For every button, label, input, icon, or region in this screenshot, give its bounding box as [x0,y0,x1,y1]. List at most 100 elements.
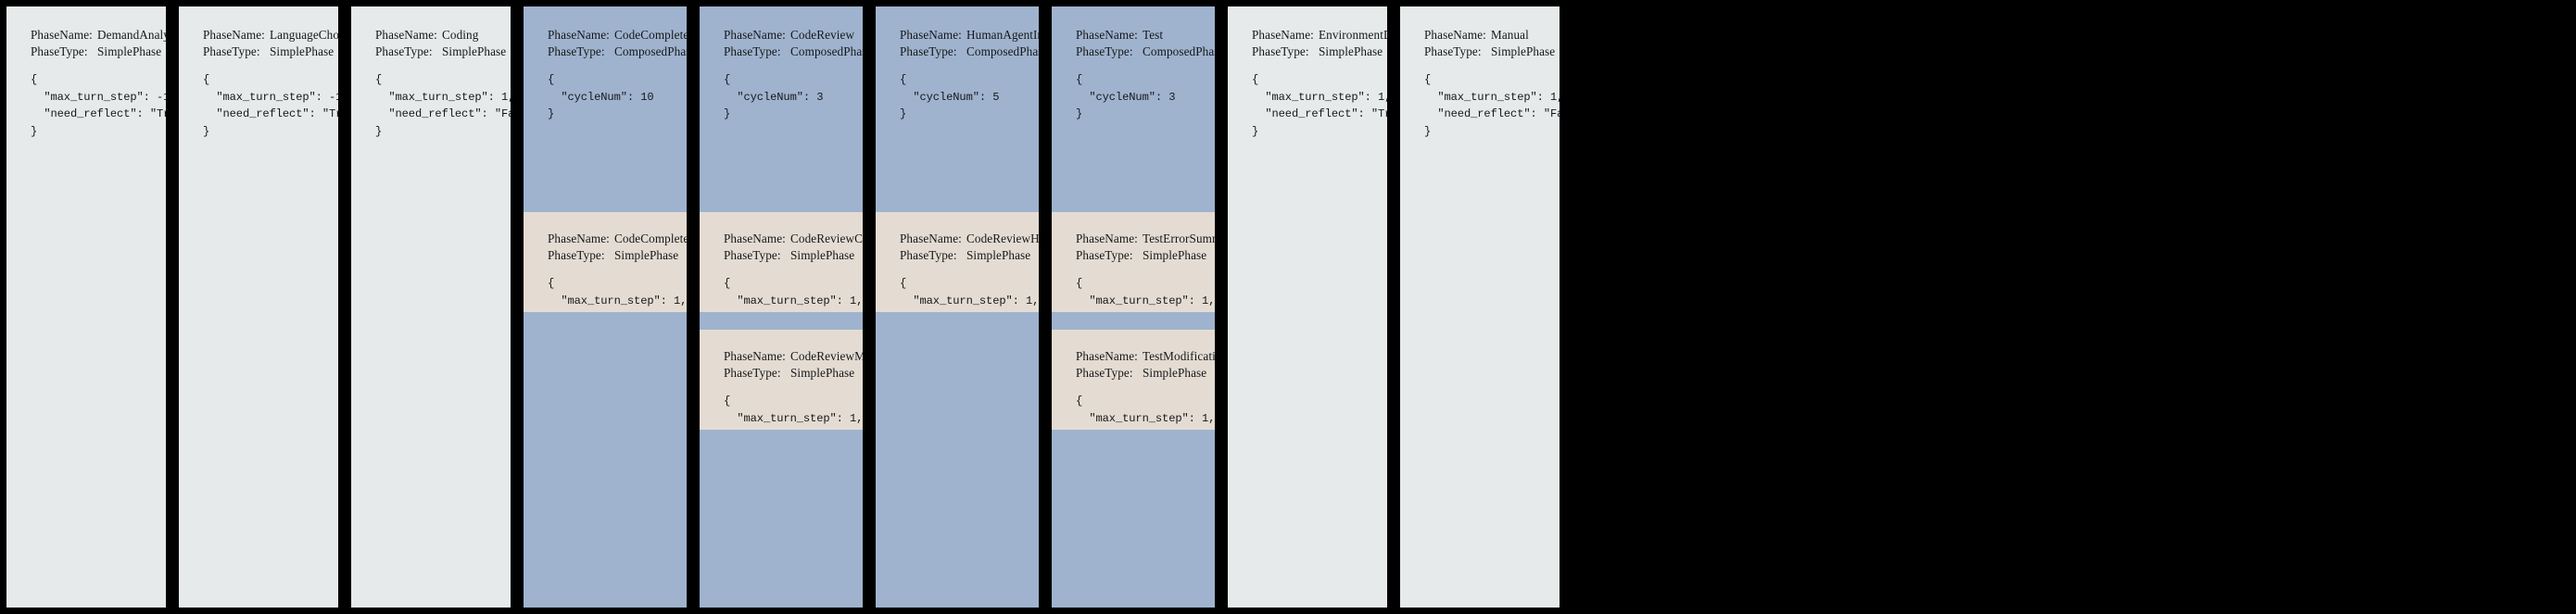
phase-type-label: PhaseType: [1076,365,1133,380]
phase-type-label: PhaseType: [724,247,781,262]
phase-name-label: PhaseName: [1076,349,1138,363]
phase-type-label: PhaseType: [900,44,957,58]
phase-type-value: ComposedPhase [966,44,1045,58]
phase-name-value: HumanAgentInteraction [966,28,1044,42]
phase-type-label: PhaseType: [1076,44,1133,58]
phase-type-label: PhaseType: [31,44,88,58]
phase-type-label: PhaseType: [548,44,605,58]
phase-name-row: PhaseName:CodeReviewModification [724,348,863,365]
phase-name-row: PhaseName:EnvironmentDoc [1252,27,1387,44]
phase-name-value: CodeReviewModification [790,349,865,363]
phase-name-row: PhaseName:Coding [375,27,511,44]
phase-name-value: Test [1143,28,1164,42]
phase-type-value: ComposedPhase [1143,44,1221,58]
phase-type-label: PhaseType: [1424,44,1482,58]
phase-type-label: PhaseType: [1076,247,1133,262]
phase-config-json: { "max_turn_step": 1, "need_reflect": "F… [1424,73,1564,138]
phase-meta: PhaseName:EnvironmentDocPhaseType:Simple… [1252,27,1387,140]
phase-name-value: CodeReviewHuman [966,232,1045,245]
phase-name-label: PhaseName: [31,28,93,42]
phase-type-value: SimplePhase [966,247,1031,262]
phase-type-value: SimplePhase [442,44,507,58]
phase-name-row: PhaseName:CodeCompleteAll [548,27,687,44]
phase-panel[interactable]: PhaseName:EnvironmentDocPhaseType:Simple… [1221,0,1394,614]
phase-meta: PhaseName:CodeCompleteAllPhaseType:Compo… [548,27,687,123]
phase-type-label: PhaseType: [724,365,781,380]
phase-name-value: TestModification [1143,349,1221,363]
phase-name-row: PhaseName:CodeReviewHuman [900,231,1039,247]
phase-panel[interactable]: PhaseName:DemandAnalysisPhaseType:Simple… [0,0,172,614]
phase-type-row: PhaseType:SimplePhase [900,247,1039,264]
phase-type-label: PhaseType: [375,44,433,58]
phase-type-row: PhaseType: SimplePhase [203,44,338,60]
phase-type-label: PhaseType: [548,247,605,262]
sub-phase-panel[interactable]: PhaseName:TestErrorSummaryPhaseType: Simp… [1052,212,1215,342]
sub-phase-panel[interactable]: PhaseName:CodeReviewCommentPhaseType:Sim… [700,212,863,342]
phase-name-row: PhaseName:CodeReviewComment [724,231,863,247]
phase-name-row: PhaseName:TestErrorSummary [1076,231,1215,247]
phase-type-value: SimplePhase [614,247,679,262]
phase-type-value: SimplePhase [1319,44,1383,58]
phase-config-json: { "max_turn_step": -1, "need_reflect": "… [31,73,170,138]
phase-type-label: PhaseType: [203,44,260,58]
phase-name-row: PhaseName: CodeReview [724,27,863,44]
phase-panel[interactable]: PhaseName:CodeCompleteAllPhaseType:Compo… [517,0,693,614]
phase-panel[interactable]: PhaseName: HumanAgentInteractionPhaseType… [869,0,1045,614]
phase-name-label: PhaseName: [900,232,962,245]
composed-phase-header: PhaseName:HumanAgentInteractionPhaseType… [876,6,1039,212]
phase-name-value: DemandAnalysis [97,28,170,42]
phase-name-row: PhaseName:DemandAnalysis [31,27,166,44]
phase-name-label: PhaseName: [1076,232,1138,245]
phase-panel[interactable]: PhaseName:LanguageChoosePhaseType: Simple… [172,0,345,614]
composed-phase-filler [524,312,687,608]
phase-name-row: PhaseName:LanguageChoose [203,27,338,44]
phase-type-row: PhaseType: SimplePhase [375,44,511,60]
sub-phase-gap [1052,312,1215,330]
phase-config-json: { "cycleNum": 3 } [1076,73,1176,121]
phase-type-row: PhaseType: SimplePhase [1076,247,1215,264]
phase-meta: PhaseName:DemandAnalysisPhaseType:Simple… [31,27,166,140]
phase-type-value: SimplePhase [790,365,855,380]
phase-name-value: EnvironmentDoc [1319,28,1393,42]
phase-name-label: PhaseName: [724,28,786,42]
phase-name-value: TestErrorSummary [1143,232,1221,245]
sub-phase-panel[interactable]: PhaseName:CodeReviewModificationPhaseTyp… [700,330,863,459]
simple-phase-body: PhaseName:DemandAnalysisPhaseType:Simple… [6,6,166,608]
phase-config-json: { "cycleNum": 5 } [900,73,1000,121]
phase-name-label: PhaseName: [900,28,962,42]
sub-phase-panel[interactable]: PhaseName:CodeReviewHumanPhaseType:Simpl… [876,212,1039,342]
composed-phase-body: PhaseName:HumanAgentInteractionPhaseType… [876,6,1039,608]
sub-phase-gap [700,312,863,330]
phase-name-row: PhaseName:TestModification [1076,348,1215,365]
phase-name-label: PhaseName: [375,28,437,42]
phase-meta: PhaseName:TestErrorSummaryPhaseType: Simp… [1076,231,1215,344]
phase-meta: PhaseName:HumanAgentInteractionPhaseType… [900,27,1039,123]
phase-type-value: SimplePhase [270,44,335,58]
phase-name-label: PhaseName: [548,232,610,245]
phase-name-value: CodeCompleteAll [614,28,689,42]
phase-meta: PhaseName:LanguageChoosePhaseType: Simple… [203,27,338,140]
phase-name-label: PhaseName: [1424,28,1486,42]
phase-name-value: CodeReview [790,28,855,42]
composed-phase-body: PhaseName:CodeCompleteAllPhaseType:Compo… [524,6,687,608]
phase-type-value: ComposedPhase [614,44,693,58]
phase-type-row: PhaseType: SimplePhase [548,247,687,264]
phase-type-row: PhaseType:ComposedPhase [548,44,687,60]
phase-type-value: SimplePhase [1143,247,1207,262]
phase-name-row: PhaseName:Manual [1424,27,1559,44]
